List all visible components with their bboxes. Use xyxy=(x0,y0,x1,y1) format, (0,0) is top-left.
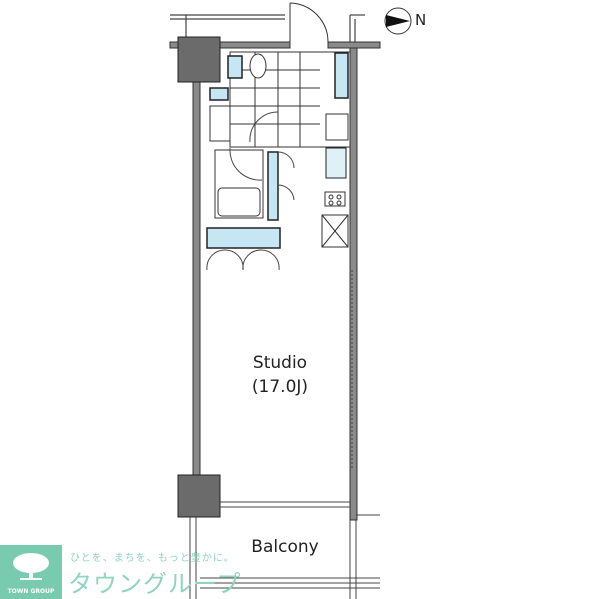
corridor-outline xyxy=(170,14,365,42)
studio-size: (17.0J) xyxy=(251,377,309,397)
tree-icon xyxy=(13,553,49,580)
fixtures xyxy=(206,52,349,249)
north-arrow-icon xyxy=(384,7,412,35)
window-sash xyxy=(220,270,353,508)
entry-door xyxy=(289,2,329,43)
balcony-label: Balcony xyxy=(251,537,319,557)
structural-column-bottom xyxy=(177,474,221,518)
studio-label: Studio xyxy=(252,353,308,373)
town-group-logo: TOWN GROUP xyxy=(0,545,62,599)
structural-column-top xyxy=(177,36,221,83)
bath-and-appliances xyxy=(209,53,349,248)
interior-doors xyxy=(206,111,295,271)
balcony-railing xyxy=(189,514,380,599)
logo-slogan: ひとを、まちを、もっと豊かに。 xyxy=(70,553,235,564)
exterior-walls xyxy=(169,41,381,521)
north-label: N xyxy=(415,11,427,29)
logo-brand-name: タウングループ xyxy=(68,570,242,598)
logo-text: TOWN GROUP xyxy=(7,588,55,595)
